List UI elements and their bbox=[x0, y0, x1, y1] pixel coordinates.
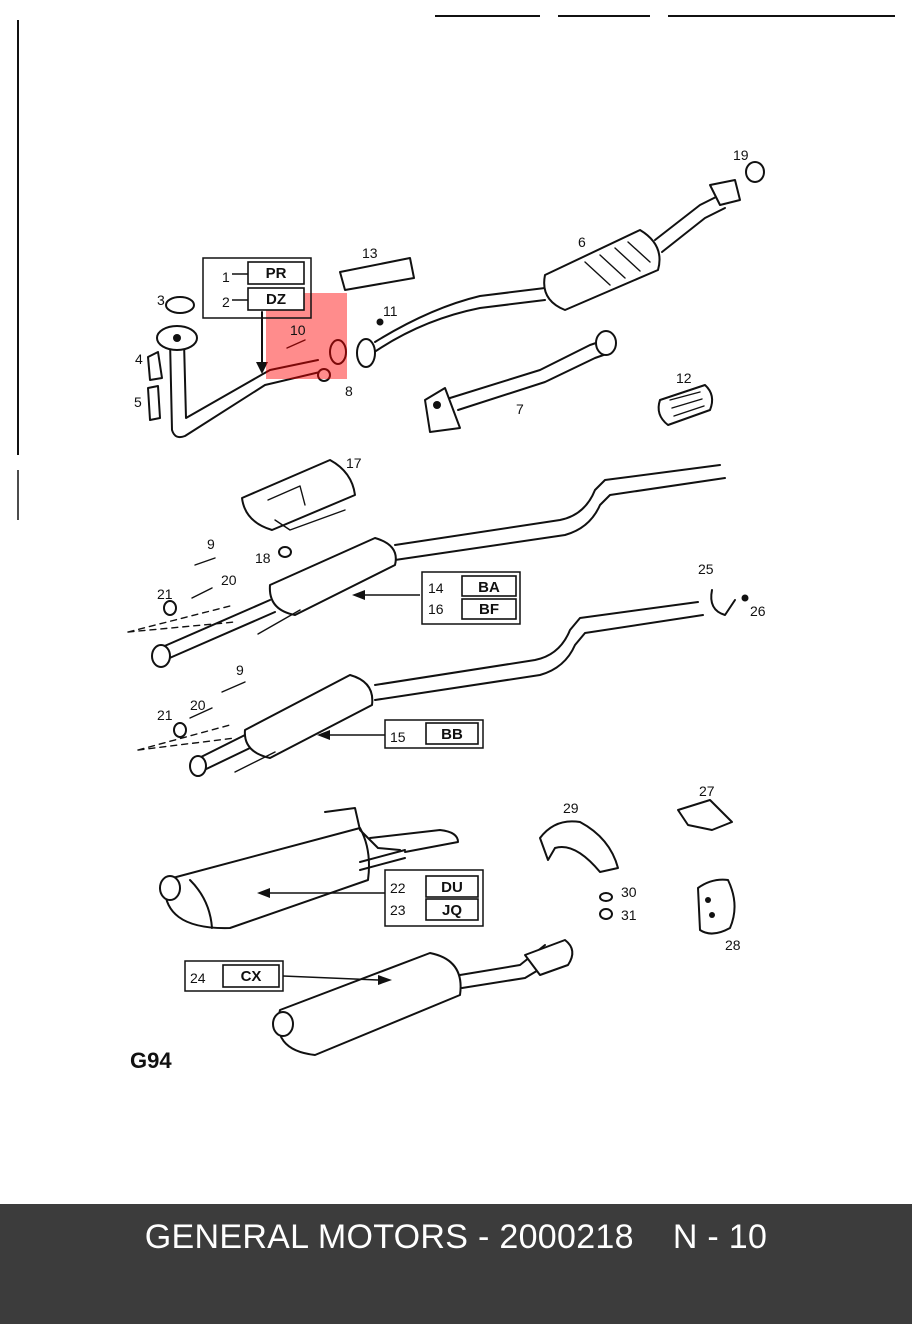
hangers bbox=[539, 799, 736, 935]
diagram-canvas: PR DZ BA BF BB DU JQ CX 1 2 3 4 5 6 7 8 … bbox=[17, 15, 895, 1073]
part-label-23: 23 bbox=[390, 902, 406, 918]
leader-arrows bbox=[257, 590, 420, 985]
clamp-25 bbox=[710, 589, 749, 616]
part-label-24: 24 bbox=[190, 970, 206, 986]
catalytic-converter bbox=[356, 161, 765, 368]
part-label-6: 6 bbox=[578, 234, 586, 250]
footer-bar: GENERAL MOTORS - 2000218 N - 10 bbox=[0, 1204, 912, 1324]
part-label-29: 29 bbox=[563, 800, 579, 816]
code-jq: JQ bbox=[442, 902, 462, 919]
part-label-21b: 21 bbox=[157, 707, 173, 723]
part-label-19: 19 bbox=[733, 147, 749, 163]
part-label-3: 3 bbox=[157, 292, 165, 308]
rear-muffler-du bbox=[159, 807, 459, 930]
code-box-bb: BB bbox=[384, 719, 484, 749]
part-label-15: 15 bbox=[390, 729, 406, 745]
part-label-17: 17 bbox=[346, 455, 362, 471]
footer-brand: GENERAL MOTORS - 2000218 bbox=[144, 1218, 634, 1256]
footer-page: N - 10 bbox=[672, 1218, 768, 1256]
code-du: DU bbox=[441, 879, 463, 896]
part-label-5: 5 bbox=[134, 394, 142, 410]
code-bb: BB bbox=[441, 726, 463, 743]
part-label-20a: 20 bbox=[221, 572, 237, 588]
part-label-20b: 20 bbox=[190, 697, 206, 713]
rear-muffler-cx bbox=[272, 939, 574, 1056]
flexible-pipe-12 bbox=[657, 384, 714, 426]
part-label-30: 30 bbox=[621, 884, 637, 900]
front-pipe bbox=[156, 325, 321, 439]
rear-pipe-ba bbox=[127, 464, 726, 668]
part-label-28: 28 bbox=[725, 937, 741, 953]
code-pr: PR bbox=[266, 265, 287, 282]
middle-front-pipe-7 bbox=[424, 330, 617, 433]
part-label-21a: 21 bbox=[157, 586, 173, 602]
part-label-13: 13 bbox=[362, 245, 378, 261]
part-label-22: 22 bbox=[390, 880, 406, 896]
heat-shield-13 bbox=[339, 257, 415, 291]
heat-shield-17 bbox=[241, 459, 356, 531]
part-label-26: 26 bbox=[750, 603, 766, 619]
rear-pipe-bb bbox=[137, 601, 704, 777]
part-label-4: 4 bbox=[135, 351, 143, 367]
code-bf: BF bbox=[479, 601, 499, 618]
diagram-label: G94 bbox=[130, 1048, 172, 1073]
part-label-12: 12 bbox=[676, 370, 692, 386]
part-label-7: 7 bbox=[516, 401, 524, 417]
scan-border-lines bbox=[17, 15, 895, 520]
code-dz: DZ bbox=[266, 291, 286, 308]
code-ba: BA bbox=[478, 579, 500, 596]
code-box-cx: CX bbox=[184, 960, 284, 992]
part-label-18: 18 bbox=[255, 550, 271, 566]
part-label-25: 25 bbox=[698, 561, 714, 577]
part-label-2: 2 bbox=[222, 294, 230, 310]
part-label-1: 1 bbox=[222, 269, 230, 285]
part-label-10: 10 bbox=[290, 322, 306, 338]
code-box-pr-dz: PR DZ bbox=[202, 257, 312, 319]
part-label-31: 31 bbox=[621, 907, 637, 923]
exhaust-system-diagram: PR DZ BA BF BB DU JQ CX 1 2 3 4 5 6 7 8 … bbox=[17, 15, 895, 1073]
code-box-ba-bf: BA BF bbox=[421, 571, 521, 625]
part-number-labels: 1 2 3 4 5 6 7 8 10 11 12 13 19 17 9 18 2… bbox=[134, 147, 766, 986]
part-label-11: 11 bbox=[383, 303, 398, 319]
part-label-14: 14 bbox=[428, 580, 444, 596]
small-parts-top bbox=[147, 296, 384, 421]
part-label-27: 27 bbox=[699, 783, 715, 799]
part-label-8: 8 bbox=[345, 383, 353, 399]
code-box-du-jq: DU JQ bbox=[384, 869, 484, 927]
footer-text: GENERAL MOTORS - 2000218 N - 10 bbox=[145, 1218, 767, 1257]
part-label-16: 16 bbox=[428, 601, 444, 617]
code-cx: CX bbox=[241, 968, 262, 985]
part-label-9b: 9 bbox=[236, 662, 244, 678]
part-label-9a: 9 bbox=[207, 536, 215, 552]
